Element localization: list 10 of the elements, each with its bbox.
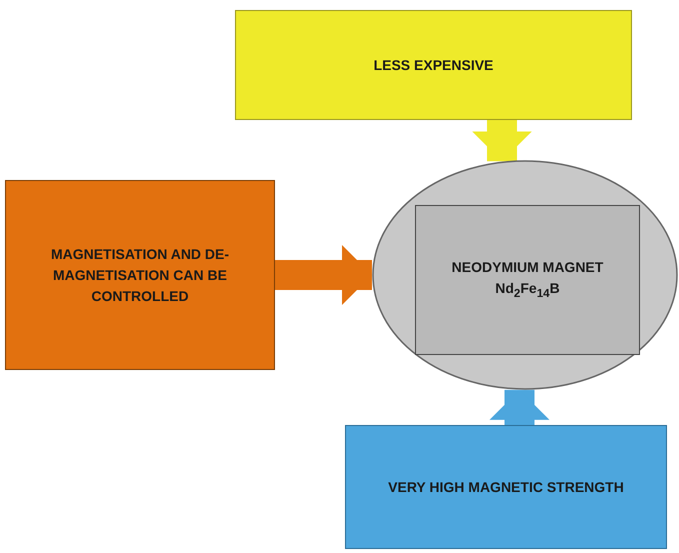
process-box [235,10,632,120]
box-text: NEODYMIUM MAGNET [452,258,604,278]
process-box [415,205,640,355]
formula-text: Nd$_{2}$Fe$_{14}$B [495,279,560,302]
box-text: LESS EXPENSIVE [374,56,494,74]
box-text: MAGNETISATION AND DE-MAGNETISATION CAN BE CONTROLLED [50,244,230,306]
process-box [345,425,667,549]
box-text: VERY HIGH MAGNETIC STRENGTH [388,478,624,496]
process-box [5,180,275,370]
disc-shape [372,160,678,390]
